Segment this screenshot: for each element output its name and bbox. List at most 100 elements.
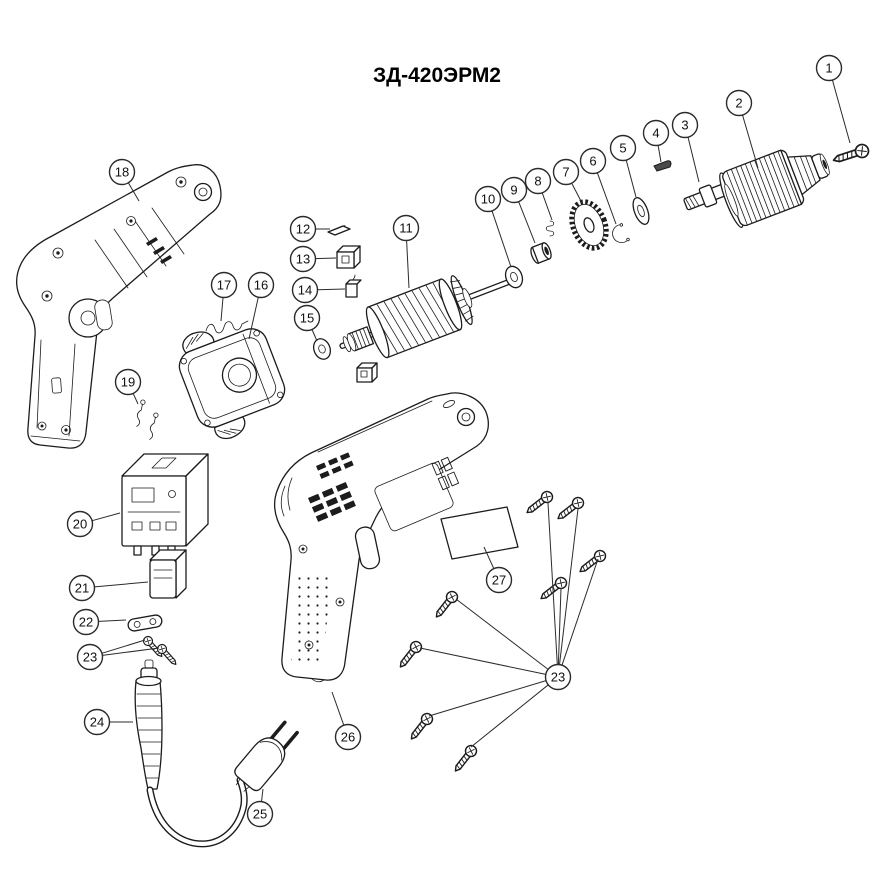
leader-line-15 (311, 329, 318, 342)
balloon-8 (524, 167, 552, 195)
leader-line-27 (483, 546, 495, 569)
leader-line-7 (571, 182, 584, 206)
part-4-key (653, 160, 672, 172)
balloon-17 (210, 271, 238, 299)
callout-4: 4 (642, 119, 670, 163)
callout-17: 17 (210, 271, 238, 322)
leader-line-23 (470, 684, 549, 748)
balloon-27 (485, 566, 513, 594)
callout-5: 5 (609, 134, 637, 198)
balloon-number-18: 18 (115, 165, 129, 180)
balloon-number-7: 7 (562, 165, 569, 180)
callout-27: 27 (483, 546, 513, 594)
part-25-cord-and-plug (146, 720, 299, 848)
balloon-number-14: 14 (298, 283, 312, 298)
leader-line-23 (559, 508, 579, 665)
balloon-number-20: 20 (73, 517, 87, 532)
leader-line-19 (132, 393, 139, 405)
part-14-carbon-brush (345, 274, 362, 298)
part-17-spring (205, 320, 249, 334)
balloon-number-15: 15 (300, 311, 314, 326)
callout-12: 12 (289, 215, 330, 243)
leader-line-22 (98, 619, 127, 622)
balloon-26 (334, 723, 362, 751)
callout-23: 23 (76, 639, 160, 671)
part-2-chuck (719, 149, 830, 228)
balloon-number-5: 5 (619, 141, 626, 156)
balloon-number-16: 16 (254, 278, 268, 293)
part-13-brush-holder (336, 245, 361, 269)
balloon-number-4: 4 (652, 126, 659, 141)
leader-line-9 (518, 201, 536, 244)
callout-23: 23 (419, 502, 599, 748)
callout-26: 26 (331, 691, 362, 751)
leader-line-6 (596, 172, 617, 225)
part-6-circlip (612, 223, 630, 243)
callout-14: 14 (291, 276, 346, 304)
callout-7: 7 (552, 158, 584, 206)
balloon-21 (68, 574, 96, 602)
balloon-23 (544, 663, 572, 691)
balloon-13 (289, 245, 317, 273)
part-19-brush-leads (136, 399, 159, 440)
part-26-right-housing (273, 392, 489, 683)
balloon-23 (76, 643, 104, 671)
leader-line-23 (102, 647, 160, 656)
balloon-number-12: 12 (296, 222, 310, 237)
callout-13: 13 (289, 245, 337, 273)
part-10-washer (504, 265, 524, 289)
balloon-10 (474, 185, 502, 213)
balloon-1 (815, 54, 843, 82)
balloon-number-6: 6 (589, 154, 596, 169)
balloon-number-17: 17 (217, 278, 231, 293)
balloon-number-23: 23 (83, 650, 97, 665)
balloon-number-11: 11 (399, 221, 413, 236)
balloon-12 (289, 215, 317, 243)
part-1-screw (830, 141, 872, 168)
balloon-11 (392, 214, 420, 242)
balloon-number-3: 3 (681, 118, 688, 133)
leader-line-5 (625, 159, 637, 198)
balloon-19 (114, 368, 142, 396)
callout-22: 22 (72, 608, 127, 636)
part-22-cord-clamp (127, 614, 163, 632)
balloon-25 (246, 800, 274, 828)
part-18-left-housing-shell (15, 164, 222, 449)
balloon-24 (83, 708, 111, 736)
balloon-number-9: 9 (510, 183, 517, 198)
balloon-number-25: 25 (253, 807, 267, 822)
balloon-3 (671, 111, 699, 139)
leader-line-23 (101, 639, 146, 654)
part-21-capacitor (149, 549, 187, 599)
leader-line-2 (742, 114, 759, 169)
leader-line-23 (557, 587, 562, 665)
part-5-washer (632, 197, 650, 225)
part-9-sleeve (530, 242, 552, 264)
part-11-armature (339, 275, 517, 359)
balloon-18 (108, 158, 136, 186)
callout-21: 21 (68, 574, 149, 602)
balloon-number-27: 27 (492, 573, 506, 588)
balloon-5 (609, 134, 637, 162)
leader-line-11 (406, 240, 410, 289)
leader-line-26 (331, 691, 345, 726)
balloon-number-23: 23 (551, 670, 565, 685)
balloon-number-2: 2 (735, 96, 742, 111)
leader-line-21 (94, 581, 149, 588)
callout-20: 20 (66, 510, 121, 538)
balloon-number-19: 19 (121, 375, 135, 390)
vent-slots-upper (316, 452, 354, 479)
leader-line-23 (547, 502, 558, 665)
plug (234, 720, 299, 792)
callouts-layer: 1234567891011121314151617181920212223242… (66, 54, 851, 828)
part-3-spindle (683, 181, 733, 211)
callout-18: 18 (108, 158, 140, 202)
trigger (354, 526, 381, 570)
balloon-number-22: 22 (79, 615, 93, 630)
part-15-washer (312, 338, 332, 360)
part-24-cord-guard (134, 659, 163, 790)
balloon-number-13: 13 (296, 252, 310, 267)
callout-10: 10 (474, 185, 512, 268)
